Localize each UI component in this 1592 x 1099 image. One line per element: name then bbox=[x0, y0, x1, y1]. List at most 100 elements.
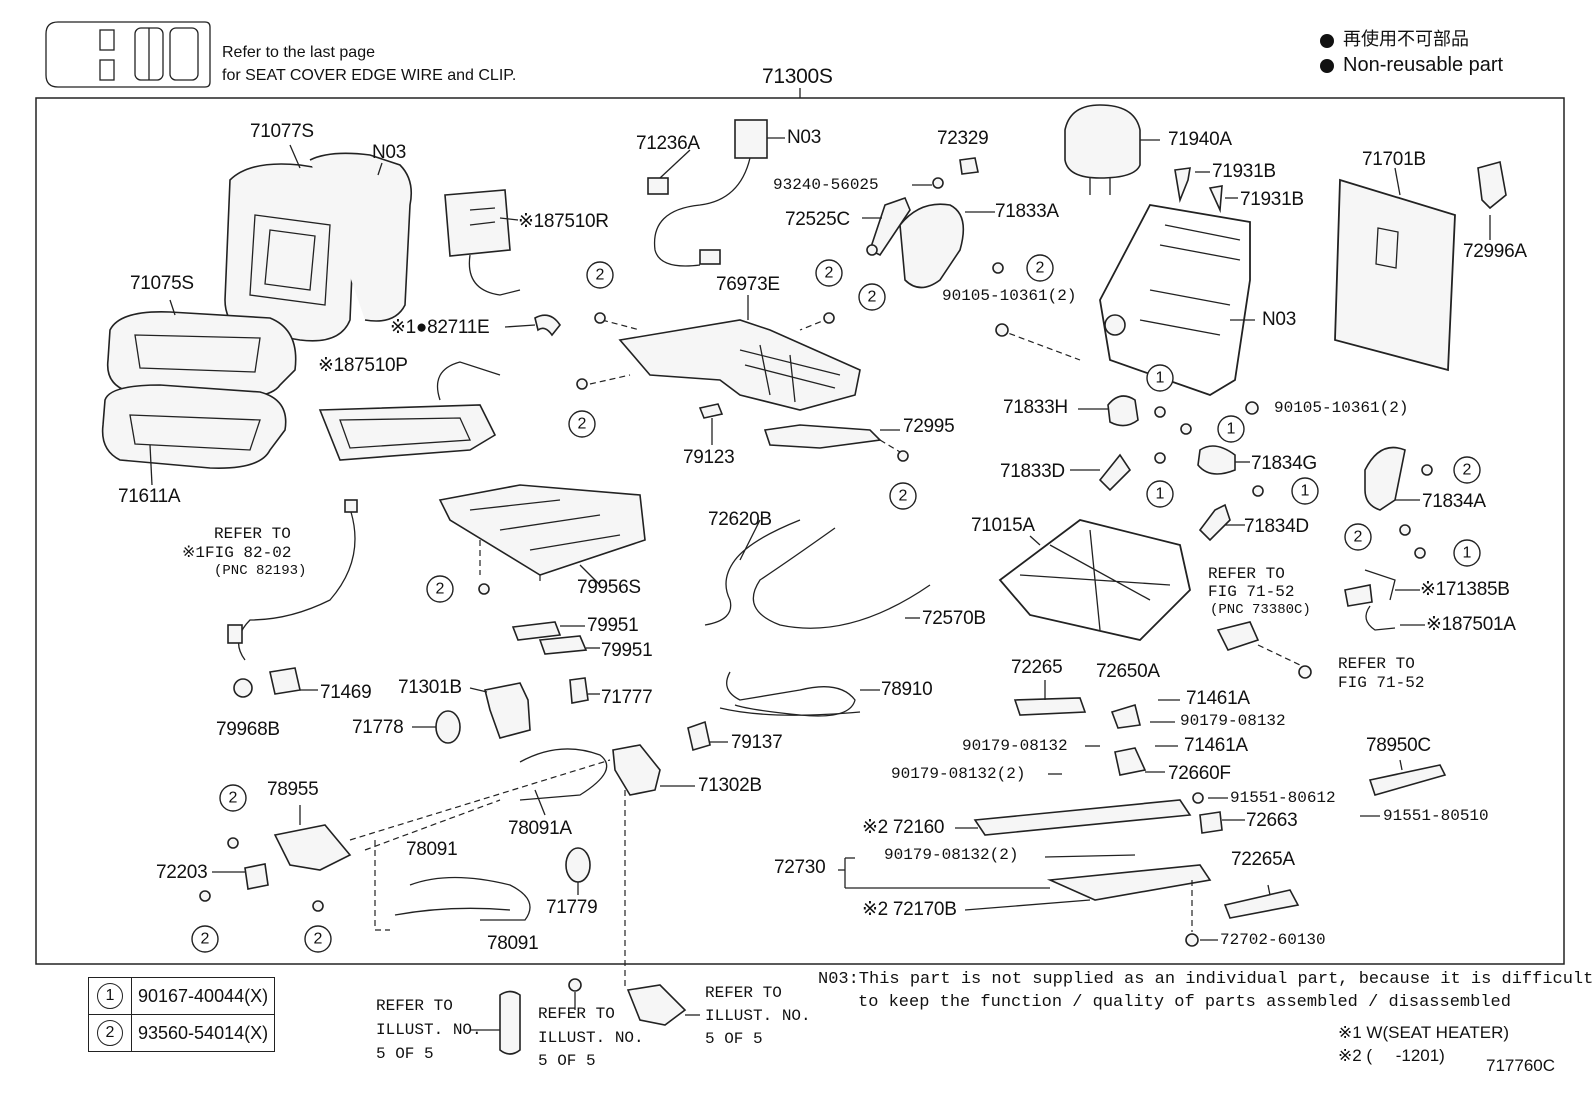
part-label[interactable]: 78910 bbox=[881, 679, 933, 700]
refer-illust-3[interactable]: ILLUST. NO. bbox=[705, 1007, 811, 1025]
refer-illust-2[interactable]: REFER TO bbox=[538, 1005, 615, 1023]
part-label[interactable]: 71778 bbox=[352, 717, 404, 738]
part-label[interactable]: 71940A bbox=[1168, 129, 1232, 150]
part-label[interactable]: ※2 72160 bbox=[862, 817, 945, 838]
refer-fig-71-52-a: (PNC 73380C) bbox=[1210, 602, 1311, 618]
part-label[interactable]: 91551-80510 bbox=[1383, 807, 1489, 825]
part-label[interactable]: 72996A bbox=[1463, 241, 1527, 262]
part-label[interactable]: 71833A bbox=[995, 201, 1059, 222]
hinge-cover-71833A bbox=[899, 203, 995, 289]
part-label[interactable]: 71075S bbox=[130, 273, 194, 294]
seat-cushion-71075S bbox=[106, 299, 297, 400]
cable-78910 bbox=[719, 671, 880, 717]
part-label[interactable]: 72525C bbox=[785, 209, 850, 230]
part-label[interactable]: 72570B bbox=[922, 608, 986, 629]
part-label[interactable]: 78091 bbox=[406, 839, 458, 860]
headrest-guides-71931B bbox=[1174, 167, 1238, 214]
part-label[interactable]: 90179-08132(2) bbox=[884, 846, 1019, 864]
legend-part-number[interactable]: 90167-40044(X) bbox=[130, 977, 276, 1015]
part-label[interactable]: 71611A bbox=[118, 486, 181, 507]
part-label[interactable]: 71077S bbox=[250, 121, 314, 142]
part-label[interactable]: 78950C bbox=[1366, 735, 1431, 756]
part-label[interactable]: 71469 bbox=[320, 682, 372, 703]
part-label[interactable]: ※171385B bbox=[1420, 579, 1510, 600]
part-label[interactable]: 71777 bbox=[601, 687, 653, 708]
part-label[interactable]: 71302B bbox=[698, 775, 762, 796]
refer-fig-71-52-a[interactable]: REFER TO bbox=[1208, 565, 1285, 583]
part-label[interactable]: 71834D bbox=[1244, 516, 1309, 537]
cable-78091 bbox=[374, 840, 531, 931]
part-label[interactable]: 90179-08132 bbox=[1180, 712, 1286, 730]
part-label[interactable]: 79951 bbox=[587, 615, 639, 636]
part-label[interactable]: 72650A bbox=[1096, 661, 1160, 682]
part-label[interactable]: 71301B bbox=[398, 677, 462, 698]
part-label[interactable]: 78091 bbox=[487, 933, 539, 954]
part-label[interactable]: 71833H bbox=[1003, 397, 1068, 418]
part-label[interactable]: 79123 bbox=[683, 447, 735, 468]
part-label[interactable]: 72730 bbox=[774, 857, 826, 878]
refer-illust-2[interactable]: 5 OF 5 bbox=[538, 1052, 596, 1070]
part-label[interactable]: ※2 72170B bbox=[862, 899, 957, 920]
part-label[interactable]: 90105-10361(2) bbox=[1274, 399, 1409, 417]
part-label[interactable]: 72663 bbox=[1246, 810, 1298, 831]
part-label[interactable]: 71779 bbox=[546, 897, 598, 918]
refer-illust-1[interactable]: REFER TO bbox=[376, 997, 453, 1015]
part-label[interactable]: 76973E bbox=[716, 274, 780, 295]
part-label[interactable]: ※187510R bbox=[518, 211, 609, 232]
cover-71834A bbox=[1364, 446, 1420, 511]
part-label[interactable]: 72203 bbox=[156, 862, 208, 883]
refer-fig-71-52-a[interactable]: FIG 71-52 bbox=[1208, 583, 1295, 601]
part-label[interactable]: 71015A bbox=[971, 515, 1035, 536]
part-label[interactable]: 71833D bbox=[1000, 461, 1065, 482]
harness-78950C bbox=[1360, 759, 1447, 817]
part-label[interactable]: 71236A bbox=[636, 133, 700, 154]
refer-fig-71-52-b[interactable]: REFER TO bbox=[1338, 655, 1415, 673]
cable-78091A bbox=[519, 748, 608, 816]
part-label[interactable]: 72660F bbox=[1168, 763, 1231, 784]
refer-illust-2[interactable]: ILLUST. NO. bbox=[538, 1029, 644, 1047]
part-label[interactable]: 71931B bbox=[1212, 161, 1276, 182]
edge-wire-clip-icon bbox=[45, 21, 211, 88]
part-label[interactable]: 79968B bbox=[216, 719, 280, 740]
part-label[interactable]: N03 bbox=[372, 142, 406, 163]
part-label[interactable]: 72702-60130 bbox=[1220, 931, 1326, 949]
part-label[interactable]: 79951 bbox=[601, 640, 653, 661]
part-label[interactable]: 91551-80612 bbox=[1230, 789, 1336, 807]
part-label[interactable]: ※187501A bbox=[1426, 614, 1516, 635]
part-label[interactable]: 90179-08132(2) bbox=[891, 765, 1026, 783]
refer-illust-1[interactable]: 5 OF 5 bbox=[376, 1045, 434, 1063]
part-label[interactable]: 79956S bbox=[577, 577, 641, 598]
part-label[interactable]: N03 bbox=[1262, 309, 1296, 330]
svg-text:2: 2 bbox=[436, 581, 445, 598]
part-label[interactable]: N03 bbox=[787, 127, 821, 148]
svg-text:1: 1 bbox=[1463, 545, 1472, 562]
part-label[interactable]: 71461A bbox=[1186, 688, 1250, 709]
part-label[interactable]: 79137 bbox=[731, 732, 783, 753]
legend-part-number[interactable]: 93560-54014(X) bbox=[130, 1014, 276, 1052]
part-label[interactable]: 78091A bbox=[508, 818, 572, 839]
refer-fig-82-02[interactable]: ※1FIG 82-02 bbox=[182, 544, 292, 562]
part-label[interactable]: 90105-10361(2) bbox=[942, 287, 1077, 305]
part-label[interactable]: 78955 bbox=[267, 779, 319, 800]
refer-illust-1[interactable]: ILLUST. NO. bbox=[376, 1021, 482, 1039]
refer-fig-71-52-b[interactable]: FIG 71-52 bbox=[1338, 674, 1425, 692]
part-label[interactable]: 90179-08132 bbox=[962, 737, 1068, 755]
svg-text:1: 1 bbox=[1227, 421, 1236, 438]
part-label[interactable]: 72995 bbox=[903, 416, 955, 437]
part-label[interactable]: 71834G bbox=[1251, 453, 1317, 474]
refer-illust-3[interactable]: REFER TO bbox=[705, 984, 782, 1002]
cover-71834G bbox=[1197, 445, 1250, 475]
part-label[interactable]: 72329 bbox=[937, 128, 989, 149]
part-label[interactable]: 71931B bbox=[1240, 189, 1304, 210]
part-label[interactable]: 71834A bbox=[1422, 491, 1486, 512]
part-label[interactable]: ※1●82711E bbox=[390, 317, 490, 338]
part-label[interactable]: 72620B bbox=[708, 509, 772, 530]
part-label[interactable]: 71461A bbox=[1184, 735, 1248, 756]
part-label[interactable]: 72265 bbox=[1011, 657, 1063, 678]
part-label[interactable]: 71701B bbox=[1362, 149, 1426, 170]
part-label[interactable]: 93240-56025 bbox=[773, 176, 879, 194]
part-label[interactable]: ※187510P bbox=[318, 355, 408, 376]
refer-illust-3[interactable]: 5 OF 5 bbox=[705, 1030, 763, 1048]
refer-fig-82-02[interactable]: REFER TO bbox=[214, 525, 291, 543]
part-label[interactable]: 72265A bbox=[1231, 849, 1295, 870]
